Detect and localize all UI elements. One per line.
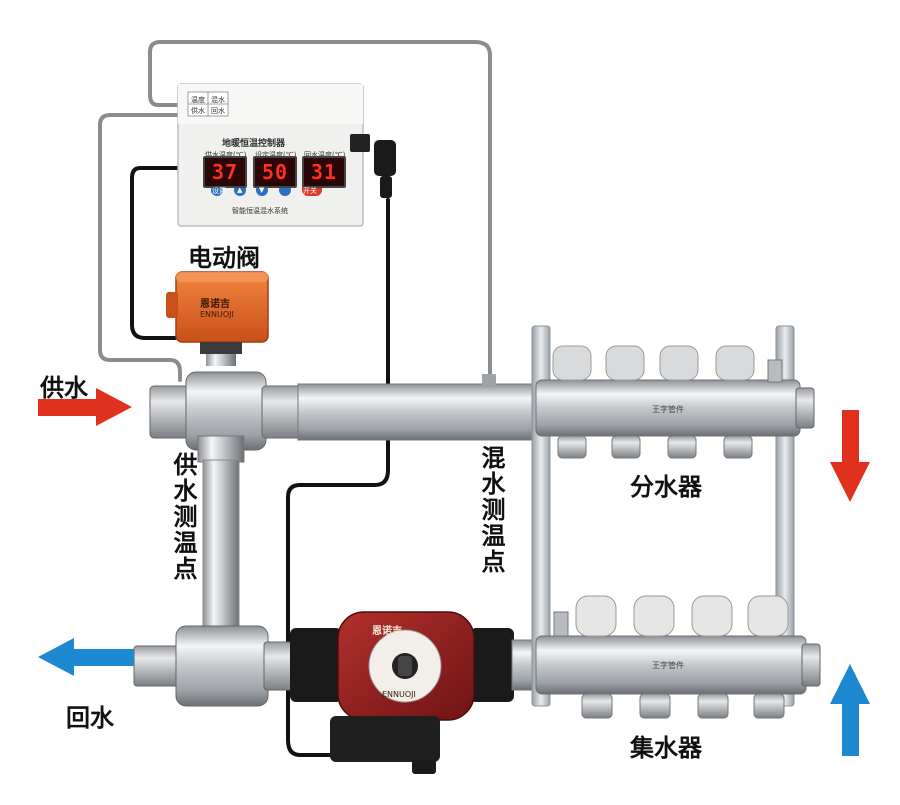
collector-flow-arrow [830,664,870,756]
valve-brand: 恩诺吉 [200,299,230,310]
display-label-return: 回水温度(℃) [304,151,346,159]
control-wires [98,40,492,757]
display-label-supply: 供水温度(℃) [205,151,247,159]
side-label-1: 温度 [191,96,205,104]
label-mix-temp-point: 混水测温点 [477,445,505,575]
valve-brand-en: ENNUOJI [200,310,234,319]
distributor-engraving: 王字管件 [652,405,684,414]
controller-footer: 智能恒温混水系统 [232,207,288,215]
circulation-pump [330,611,475,774]
side-label-4: 回水 [211,107,225,115]
display-supply-temp: 37 [203,156,247,188]
display-label-set: 设定温度(℃) [255,151,297,159]
distributor-flow-arrow [830,410,870,502]
collector-engraving: 王字管件 [652,661,684,670]
label-return-water: 回水 [66,704,114,732]
display-set-temp: 50 [253,156,297,188]
label-supply-temp-point: 供水测温点 [169,452,197,582]
label-electric-valve: 电动阀 [188,244,260,272]
distributor-manifold [535,345,815,459]
display-return-temp: 31 [302,156,346,188]
supply-arrow [38,388,132,426]
controller [177,83,396,227]
controller-power-label: 开关 [303,187,317,195]
controller-title: 地暖恒温控制器 [222,139,286,149]
pump-brand: 恩诺吉 [372,626,402,637]
controller-set-label: 设置 [212,187,226,195]
return-arrow [38,638,134,676]
controller-up-label: ▲ [237,186,243,194]
label-supply-water: 供水 [40,374,88,402]
supply-pipe [149,371,541,451]
label-collector: 集水器 [630,734,702,762]
pump-brand-en: ENNUOJI [382,690,416,699]
controller-down-label: ▼ [259,186,265,194]
bypass-pipe [197,435,245,627]
side-label-3: 供水 [191,107,205,115]
collector-manifold [535,595,821,719]
electric-valve [166,271,269,366]
side-label-2: 混水 [211,96,225,104]
label-distributor: 分水器 [630,473,702,501]
return-pipe [133,625,541,707]
